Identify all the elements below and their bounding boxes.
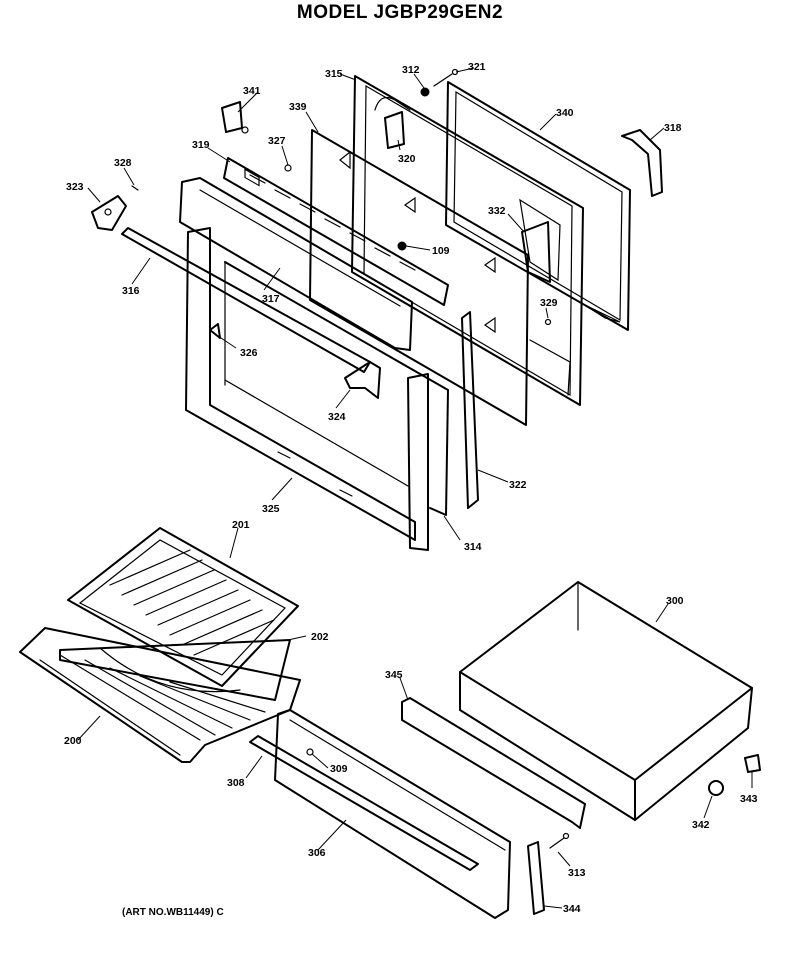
- bracket-324: [344, 361, 381, 399]
- part-label-201: 201: [232, 519, 250, 531]
- part-label-324: 324: [328, 411, 346, 423]
- foot-343: [744, 754, 761, 773]
- screw-313: [549, 832, 570, 849]
- part-label-317: 317: [262, 293, 280, 305]
- part-label-314: 314: [464, 541, 482, 553]
- part-label-329: 329: [540, 297, 558, 309]
- vent-baffle-319: [223, 157, 449, 306]
- part-label-306: 306: [308, 847, 326, 859]
- bracket-341: [221, 101, 249, 134]
- hinge-bracket-320: [384, 111, 405, 149]
- part-label-339: 339: [289, 101, 307, 113]
- drawer-front-306: [274, 709, 511, 919]
- part-label-344: 344: [563, 903, 581, 915]
- part-label-326: 326: [240, 347, 258, 359]
- part-label-332: 332: [488, 205, 506, 217]
- part-label-320: 320: [398, 153, 416, 165]
- drawer-300: [459, 581, 753, 821]
- clip-327: [284, 164, 292, 172]
- part-label-315: 315: [325, 68, 343, 80]
- part-label-319: 319: [192, 139, 210, 151]
- part-label-318: 318: [664, 122, 682, 134]
- door-outer-frame-325: [185, 227, 429, 551]
- part-label-342: 342: [692, 819, 710, 831]
- drawer-rail-345: [401, 697, 586, 829]
- door-inner-panel-340: [445, 81, 631, 331]
- screw-109: [397, 241, 407, 251]
- door-frame-315: [351, 75, 584, 406]
- part-label-200: 200: [64, 735, 82, 747]
- part-label-109: 109: [432, 245, 450, 257]
- part-label-321: 321: [468, 61, 486, 73]
- part-label-308: 308: [227, 777, 245, 789]
- broiler-pan-bottom-202: [59, 639, 291, 701]
- leader-lines: [77, 67, 753, 909]
- part-label-343: 343: [740, 793, 758, 805]
- part-label-325: 325: [262, 503, 280, 515]
- part-label-322: 322: [509, 479, 527, 491]
- door-insulation-339: [309, 129, 529, 426]
- screw-329: [544, 318, 552, 326]
- latch-332: [521, 221, 551, 283]
- foot-342: [708, 780, 724, 796]
- part-label-328: 328: [114, 157, 132, 169]
- clip-326: [209, 323, 221, 339]
- part-labels: 341 327 339 319 315 312 321 340 318 320 …: [64, 61, 758, 915]
- part-label-323: 323: [66, 181, 84, 193]
- drawer-trim-308: [249, 735, 479, 871]
- door-top-trim-317: [179, 177, 413, 351]
- part-label-316: 316: [122, 285, 140, 297]
- part-label-312: 312: [402, 64, 420, 76]
- part-label-345: 345: [385, 669, 403, 681]
- part-label-327: 327: [268, 135, 286, 147]
- art-number: (ART NO.WB11449) C: [122, 907, 224, 918]
- side-rail-344: [527, 841, 545, 915]
- door-side-channel-322: [461, 311, 479, 509]
- part-label-309: 309: [330, 763, 348, 775]
- door-gasket-318: [621, 129, 663, 197]
- hinge-323: [91, 195, 127, 231]
- part-label-341: 341: [243, 85, 261, 97]
- hinge-screw-328: [131, 185, 139, 191]
- part-label-313: 313: [568, 867, 586, 879]
- oven-rack-200: [19, 627, 301, 763]
- screw-309: [306, 748, 314, 756]
- broiler-pan-201: [67, 527, 299, 687]
- screw-321: [433, 68, 459, 87]
- part-label-202: 202: [311, 631, 329, 643]
- screw-312: [420, 87, 430, 97]
- part-label-340: 340: [556, 107, 574, 119]
- diagram-title: MODEL JGBP29GEN2: [296, 2, 504, 23]
- part-label-300: 300: [666, 595, 684, 607]
